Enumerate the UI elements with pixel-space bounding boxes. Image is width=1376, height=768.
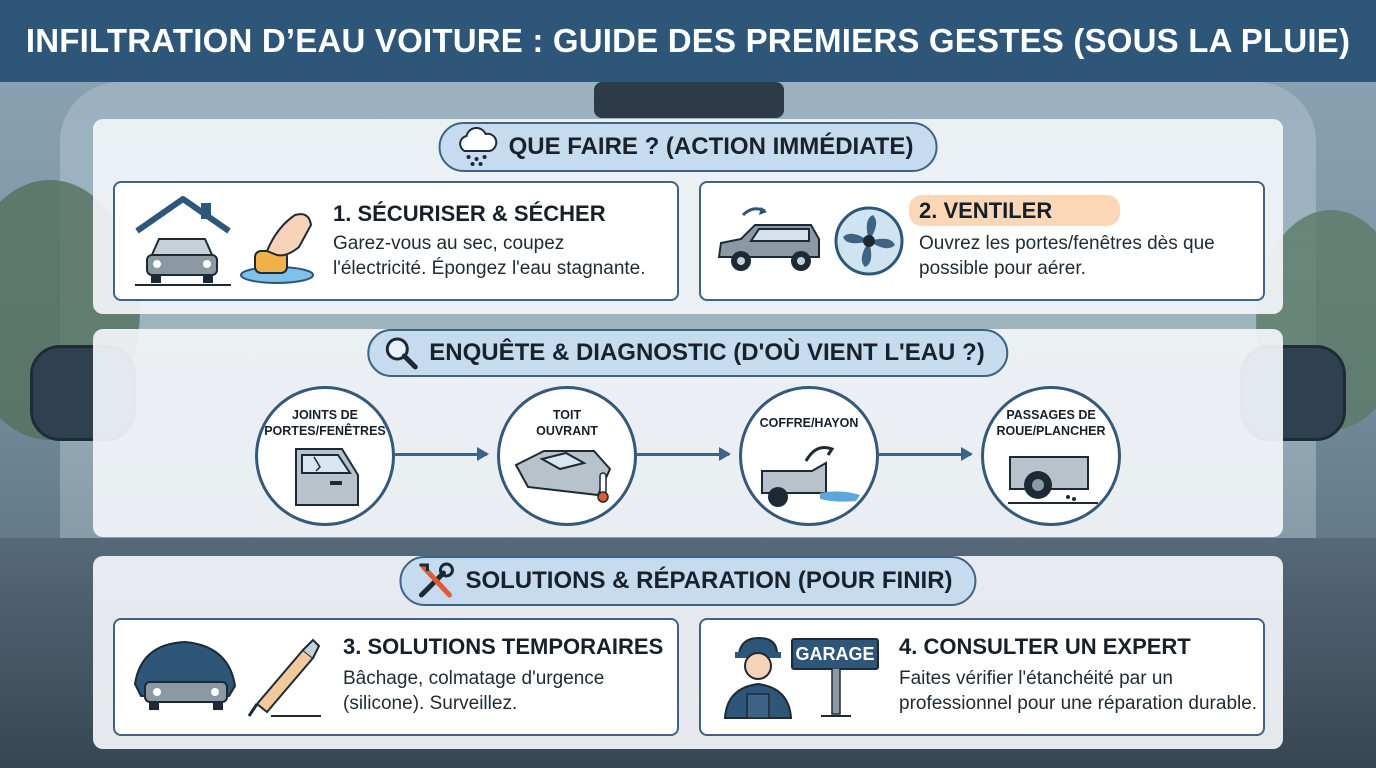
card-description: Garez-vous au sec, coupez l'électricité.… [333, 231, 646, 281]
card-description: Ouvrez les portes/fenêtres dès que possi… [919, 231, 1215, 281]
mechanic-icon [723, 636, 793, 719]
card-desc-line: possible pour aérer. [919, 258, 1086, 279]
magnifier-icon [385, 337, 418, 370]
sponge-hand-icon [240, 213, 314, 284]
card-title-highlight: 2. VENTILER [909, 195, 1121, 226]
card-desc-line: professionnel pour une réparation durabl… [899, 693, 1258, 714]
card-desc-line: Bâchage, colmatage d'urgence [343, 668, 605, 689]
step-label: JOINTS DE PORTES/FENÊTRES [258, 407, 392, 439]
section-heading-action: QUE FAIRE ? (ACTION IMMÉDIATE) [438, 122, 938, 172]
diagnostic-step-sunroof: TOIT OUVRANT [497, 386, 637, 526]
sunroof-icon [514, 450, 612, 503]
rain-cloud-icon [459, 127, 498, 166]
step-label: PASSAGES DE ROUE/PLANCHER [984, 407, 1118, 439]
step-label-line: PASSAGES DE [1006, 408, 1096, 422]
step-label-line: PORTES/FENÊTRES [264, 424, 386, 438]
flow-arrow [879, 447, 973, 461]
card-description: Bâchage, colmatage d'urgence (silicone).… [343, 666, 604, 716]
section-heading-solutions: SOLUTIONS & RÉPARATION (POUR FINIR) [399, 556, 977, 606]
step-label-line: JOINTS DE [292, 408, 358, 422]
step-label-line: COFFRE/HAYON [759, 416, 859, 430]
wheel-floor-icon [1008, 456, 1098, 504]
step-label-line: TOIT [552, 408, 582, 422]
car-door-icon [295, 448, 359, 506]
rearview-mirror [594, 82, 784, 118]
card-secure-dry: 1. SÉCURISER & SÉCHER Garez-vous au sec,… [113, 181, 679, 301]
section-immediate-action: QUE FAIRE ? (ACTION IMMÉDIATE) 1. SÉCURI… [93, 119, 1283, 314]
open-door-car-icon [717, 207, 820, 271]
card-desc-line: Garez-vous au sec, coupez [333, 233, 565, 254]
title-bar: INFILTRATION D’EAU VOITURE : GUIDE DES P… [0, 0, 1376, 82]
card-title: 2. VENTILER [909, 195, 1121, 226]
section-diagnostic: ENQUÊTE & DIAGNOSTIC (D'OÙ VIENT L'EAU ?… [93, 329, 1283, 537]
card-temporary-solutions: 3. SOLUTIONS TEMPORAIRES Bâchage, colmat… [113, 618, 679, 736]
card-desc-line: (silicone). Surveillez. [343, 693, 518, 714]
card-description: Faites vérifier l'étanchéité par un prof… [899, 666, 1257, 716]
section-heading-diagnostic: ENQUÊTE & DIAGNOSTIC (D'OÙ VIENT L'EAU ?… [367, 329, 1009, 377]
trunk-hatch-icon [761, 446, 860, 507]
section-heading-label: SOLUTIONS & RÉPARATION (POUR FINIR) [465, 567, 953, 594]
section-heading-label: QUE FAIRE ? (ACTION IMMÉDIATE) [508, 133, 914, 160]
page-title: INFILTRATION D’EAU VOITURE : GUIDE DES P… [25, 22, 1351, 59]
card-desc-line: l'électricité. Épongez l'eau stagnante. [333, 258, 646, 279]
silicone-tube-icon [247, 638, 321, 717]
flow-arrow [395, 447, 489, 461]
card-title: 4. CONSULTER UN EXPERT [899, 634, 1191, 659]
flow-arrow [637, 447, 731, 461]
house-car-icon [135, 196, 231, 286]
card-desc-line: Ouvrez les portes/fenêtres dès que [919, 233, 1215, 254]
diagnostic-step-door-seals: JOINTS DE PORTES/FENÊTRES [255, 386, 395, 526]
card-ventilate: 2. VENTILER Ouvrez les portes/fenêtres d… [699, 181, 1265, 301]
card-title: 3. SOLUTIONS TEMPORAIRES [343, 634, 664, 659]
diagnostic-step-wheel-wells: PASSAGES DE ROUE/PLANCHER [981, 386, 1121, 526]
sign-post-icon [821, 668, 851, 717]
card-consult-expert: GARAGE 4. CONSULTER UN EXPERT Faites vér… [699, 618, 1265, 736]
diagnostic-step-trunk: COFFRE/HAYON [739, 386, 879, 526]
fan-icon [834, 206, 904, 276]
covered-car-icon [133, 640, 237, 710]
card-desc-line: Faites vérifier l'étanchéité par un [899, 668, 1173, 689]
step-label: TOIT OUVRANT [500, 407, 634, 439]
step-label-line: OUVRANT [536, 424, 598, 438]
section-solutions: SOLUTIONS & RÉPARATION (POUR FINIR) 3. S… [93, 556, 1283, 749]
step-label: COFFRE/HAYON [742, 415, 876, 431]
section-heading-label: ENQUÊTE & DIAGNOSTIC (D'OÙ VIENT L'EAU ?… [429, 339, 985, 366]
garage-sign: GARAGE [791, 638, 879, 670]
step-label-line: ROUE/PLANCHER [996, 424, 1106, 438]
tools-icon [418, 562, 454, 598]
card-title: 1. SÉCURISER & SÉCHER [333, 201, 606, 226]
